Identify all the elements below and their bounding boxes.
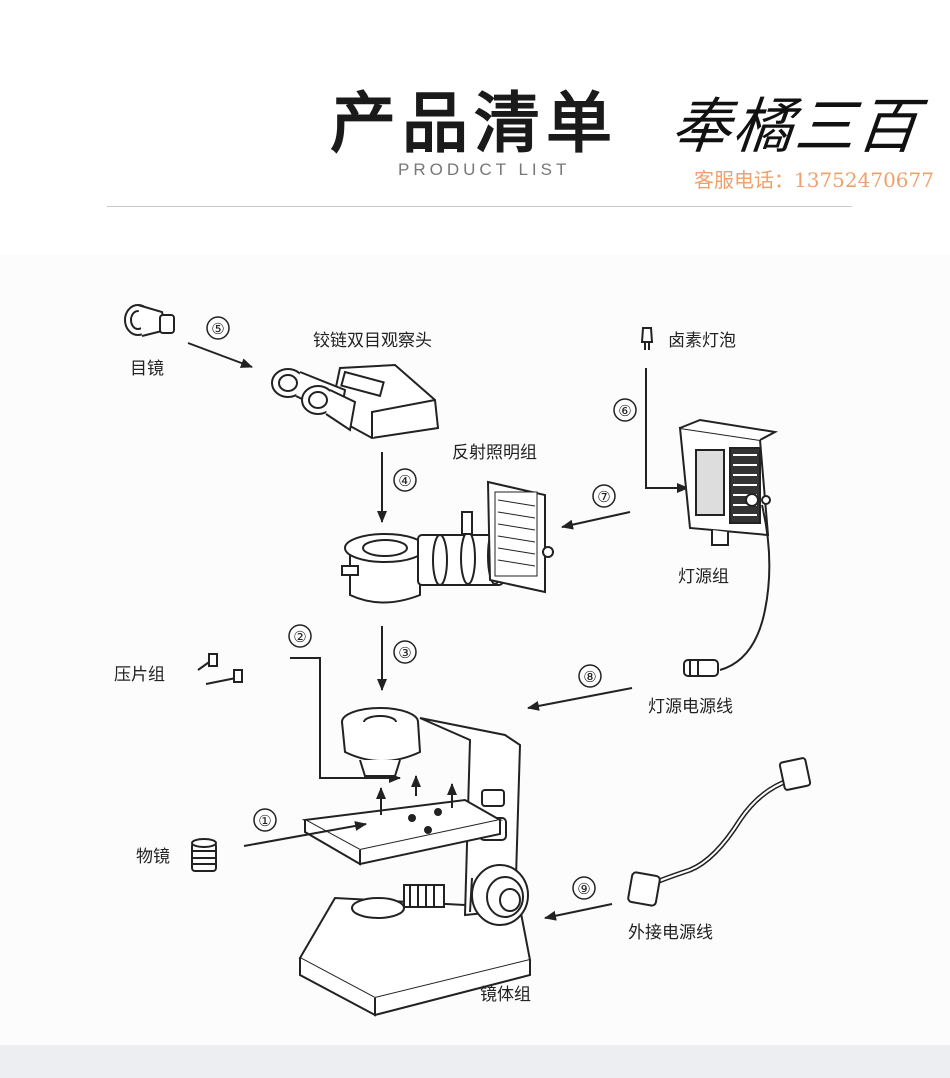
label-halogen-bulb: 卤素灯泡 [668,331,736,351]
arrow-stage-up [376,775,457,815]
arrow-8: ⑧ [527,664,633,711]
number-1: ① [258,812,271,830]
number-9: ⑨ [577,880,590,898]
header: 产品清单 PRODUCT LIST 奉橘三百 客服电话：13752470677 [0,0,950,230]
external-power-cable-icon [627,757,812,907]
page-title: 产品清单 [330,85,618,162]
arrow-1: ① [243,808,367,847]
page-subtitle: PRODUCT LIST [398,160,571,179]
arrow-5: ⑤ [187,316,253,368]
label-reflected-illuminator: 反射照明组 [452,443,537,463]
label-eyepiece: 目镜 [130,359,164,379]
reflected-illuminator-icon [341,480,554,604]
number-4: ④ [398,472,411,490]
binocular-head-icon [271,363,440,440]
label-microscope-body: 镜体组 [480,985,531,1005]
footer-band [0,1045,950,1078]
microscope-body-icon [298,707,532,1017]
number-2: ② [293,628,306,646]
arrow-3: ③ [377,626,417,691]
halogen-bulb-icon [640,327,654,350]
arrow-4: ④ [377,452,417,523]
label-objective: 物镜 [136,847,170,867]
number-8: ⑧ [583,668,596,686]
label-lamp-housing: 灯源组 [678,567,729,587]
eyepiece-icon [124,304,175,337]
number-5: ⑤ [211,320,224,338]
objective-icon [191,838,217,872]
label-external-power-cable: 外接电源线 [628,923,713,943]
lamp-cable-icon [683,504,771,677]
arrow-2: ② [288,624,401,783]
arrow-6: ⑥ [613,368,689,493]
service-phone: 客服电话：13752470677 [694,168,934,192]
label-stage-clips: 压片组 [114,665,165,685]
header-divider [107,206,852,207]
label-binocular-head: 铰链双目观察头 [313,331,432,351]
number-6: ⑥ [618,402,631,420]
stage-clips-icon [197,653,243,685]
label-lamp-power-cable: 灯源电源线 [648,697,733,717]
arrow-7: ⑦ [561,484,631,530]
number-3: ③ [398,644,411,662]
number-7: ⑦ [597,488,610,506]
arrow-9: ⑨ [544,876,613,921]
lamp-housing-icon [678,418,779,546]
